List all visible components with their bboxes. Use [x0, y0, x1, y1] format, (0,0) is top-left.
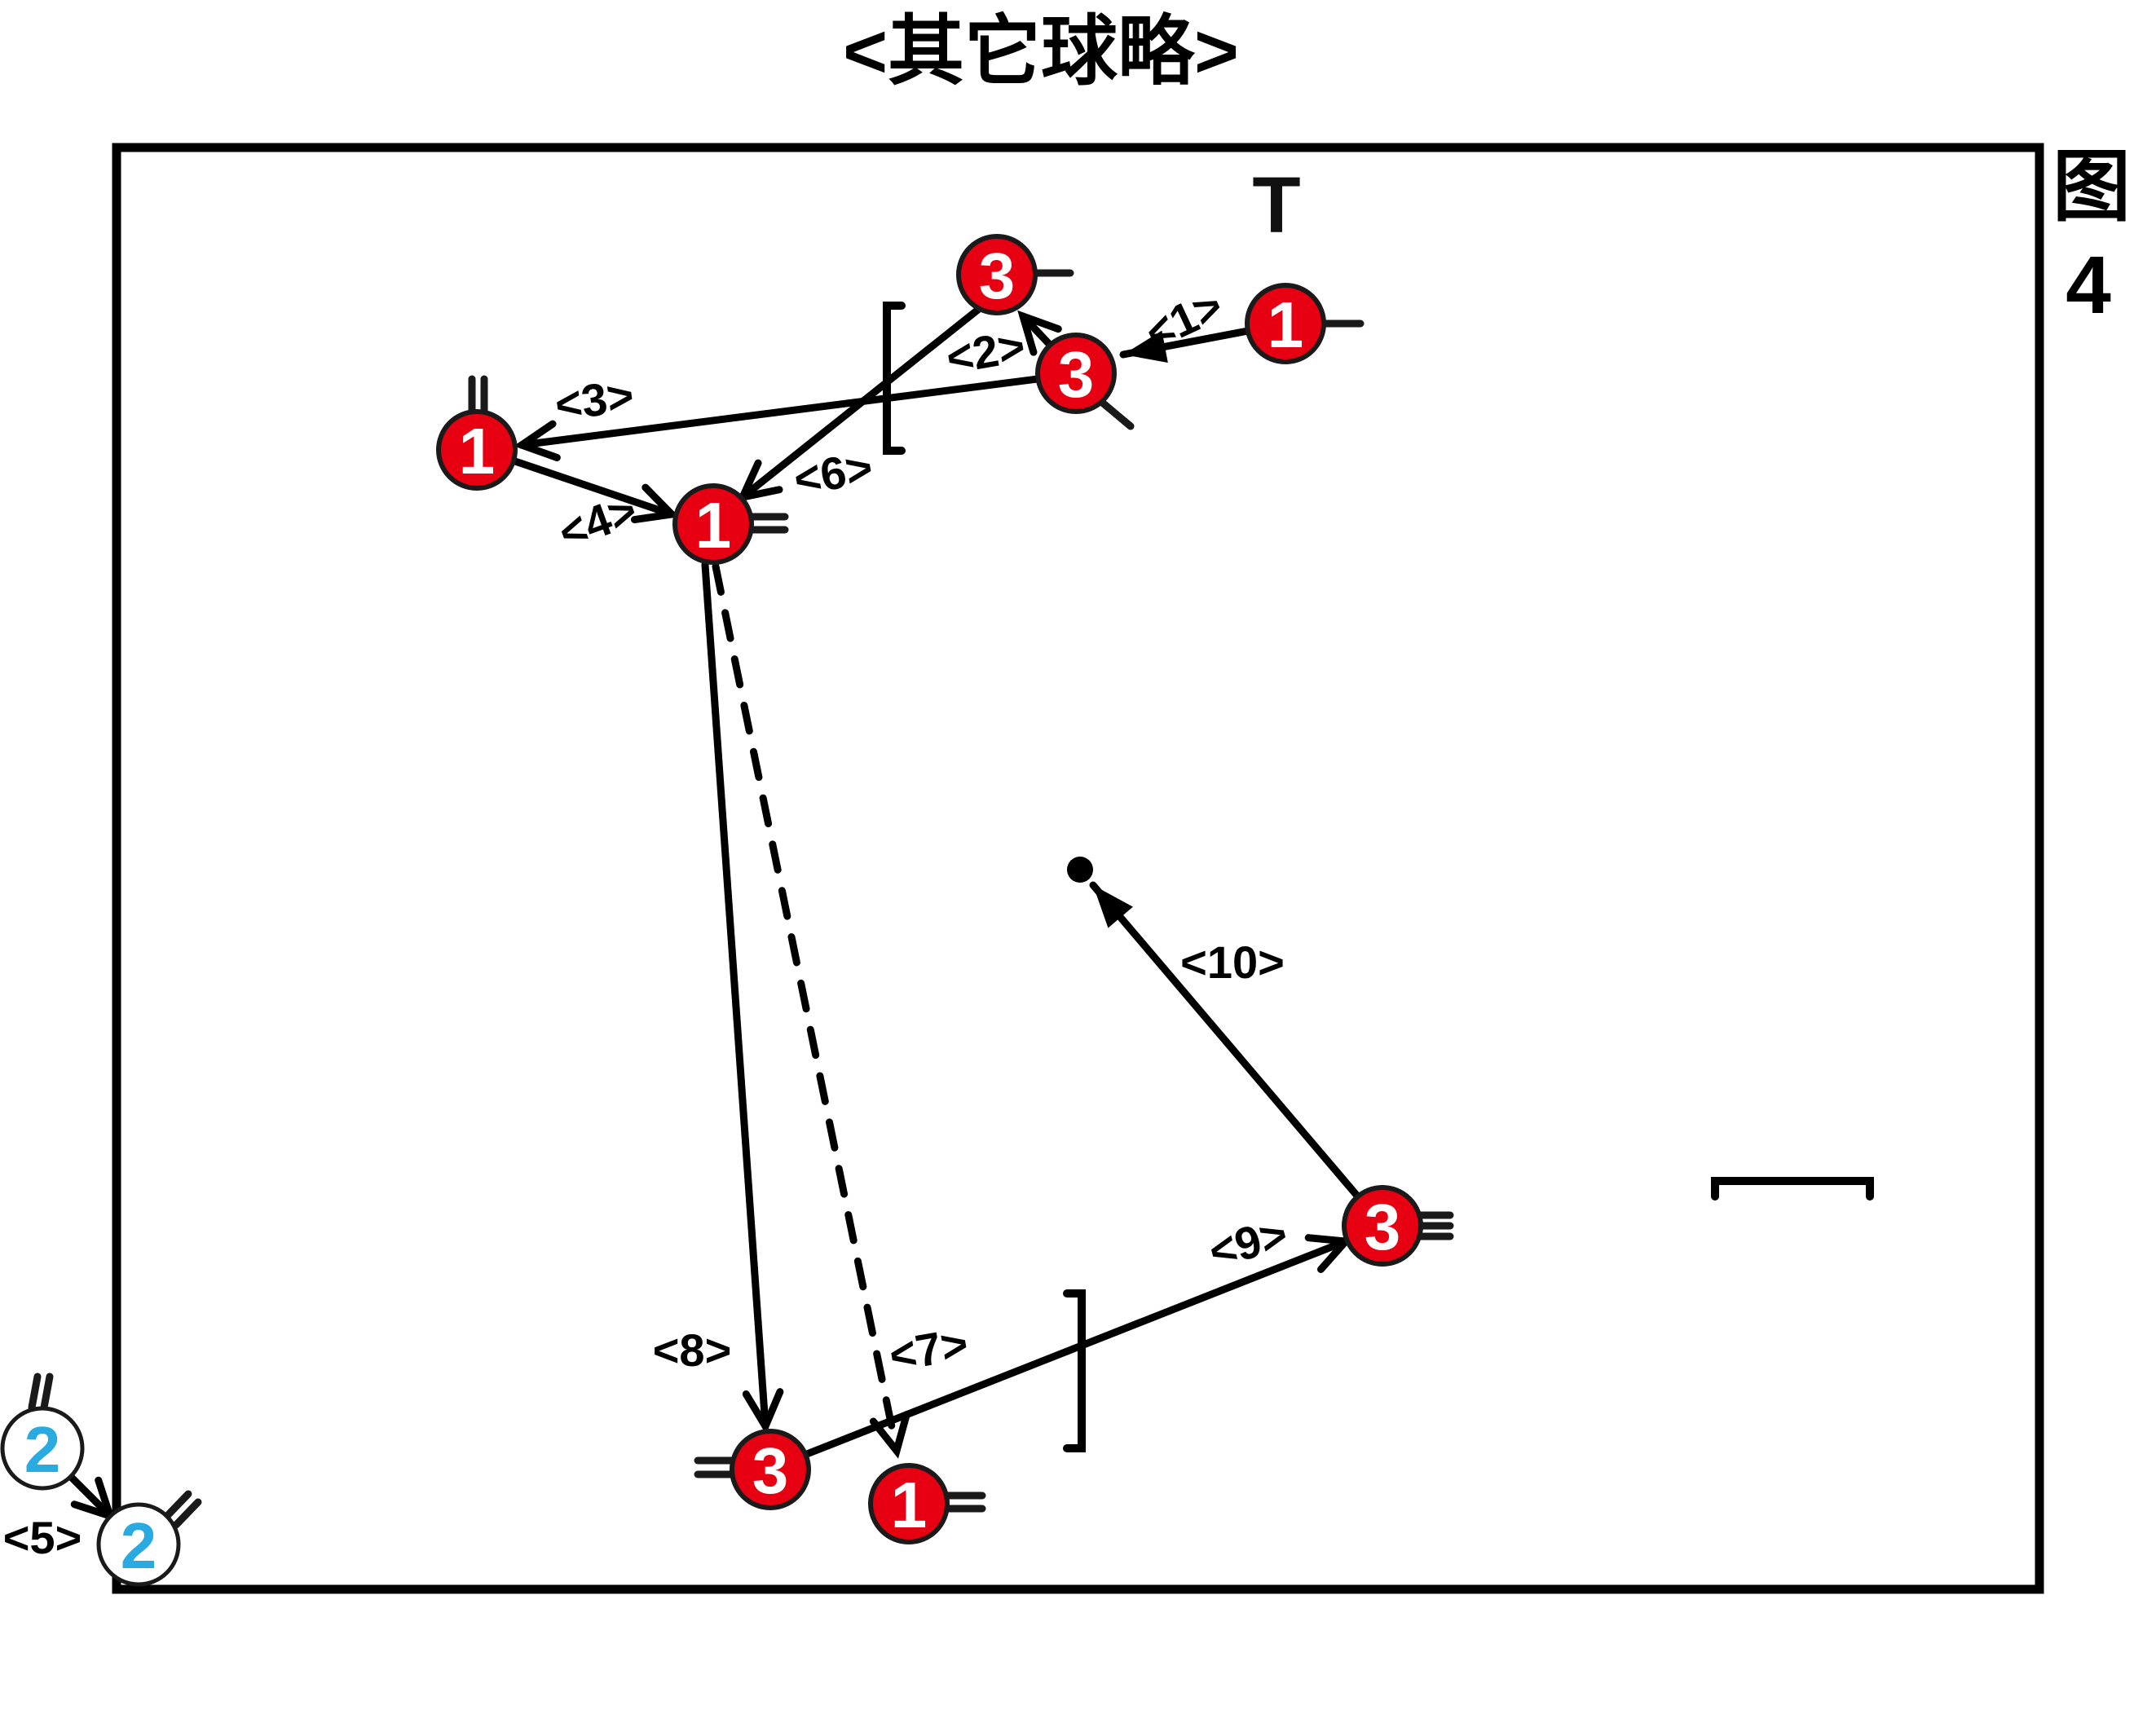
path-8 [701, 561, 769, 1430]
mark-ball2outside-bars [28, 1372, 42, 1412]
page-title: <其它球略> [843, 8, 1239, 94]
texts-layer: <其它球略> T 图 4 [843, 8, 2131, 331]
label-8: <8> [653, 1324, 732, 1376]
balls-layer: 3 1 3 1 1 3 1 3 22 [0, 234, 1423, 1587]
trajectory-layer [67, 305, 1360, 1522]
ball-1-bottom-circle [868, 1463, 950, 1544]
path-8-arrowhead-icon [742, 1388, 784, 1434]
ball-3-top-circle [956, 234, 1038, 315]
mark-ball2corner-bars [162, 1490, 192, 1521]
path-1-arrowhead-icon [1123, 330, 1168, 363]
target-dot [1067, 857, 1093, 883]
tee-marker: T [1252, 161, 1300, 249]
path-10-arrowhead-icon [1093, 885, 1133, 928]
label-5: <5> [3, 1512, 82, 1563]
ball-2-outside: 2 [0, 1406, 85, 1491]
mark-ball3mid-tail [1096, 397, 1135, 430]
path-5 [67, 1473, 114, 1520]
path-10 [1089, 881, 1360, 1199]
path-7 [712, 562, 901, 1455]
ball-2-corner: 2 [96, 1502, 181, 1587]
ball-2-corner-number: 2 [121, 1509, 157, 1582]
path-2-arrowhead-icon [1017, 310, 1062, 356]
label-10: <10> [1180, 936, 1285, 988]
ball-3-right-number: 3 [1365, 1191, 1401, 1263]
path-4-arrowhead-icon [630, 483, 680, 524]
ball-3-bottom: 3 [730, 1429, 811, 1510]
mark-ball2corner-bars [172, 1498, 202, 1529]
ball-1-left-circle [436, 409, 518, 491]
ball-3-bottom-circle [730, 1429, 811, 1510]
ball-3-mid-circle [1035, 333, 1117, 414]
ball-3-mid-number: 3 [1058, 338, 1095, 411]
ball-2-outside-circle [0, 1406, 85, 1491]
ball-1-bottom-number: 1 [891, 1469, 928, 1541]
ball-1-left: 1 [436, 409, 518, 491]
path-9 [803, 1237, 1350, 1458]
ball-3-right: 3 [1342, 1185, 1423, 1267]
path-3-arrowhead-icon [514, 420, 561, 461]
ball-1-bottom: 1 [868, 1463, 950, 1544]
ball-1-right: 1 [1245, 283, 1326, 364]
bracket-lower [1063, 1289, 1086, 1452]
label-3: <3> [552, 369, 637, 431]
figure-label-char: 图 [2052, 143, 2131, 231]
path-7-arrowhead-icon [869, 1411, 910, 1459]
ball-marks-layer [28, 269, 1454, 1529]
ball-3-mid: 3 [1035, 333, 1117, 414]
mark-ball2outside-bars [40, 1372, 54, 1412]
path-3 [518, 375, 1042, 449]
ball-1-mid: 1 [672, 483, 754, 565]
figure-label-number: 4 [2066, 240, 2111, 331]
path-6 [739, 305, 983, 501]
ball-1-right-circle [1245, 283, 1326, 364]
ball-3-top: 3 [956, 234, 1038, 315]
ball-3-bottom-number: 3 [752, 1434, 789, 1507]
ball-1-mid-number: 1 [695, 489, 732, 562]
ball-1-left-number: 1 [459, 415, 496, 487]
ball-2-corner-circle [96, 1502, 181, 1587]
ball-2-outside-number: 2 [24, 1413, 61, 1486]
ball-3-right-circle [1342, 1185, 1423, 1267]
bracket-right-rail [1711, 1177, 1874, 1201]
ball-1-right-number: 1 [1268, 289, 1304, 361]
ball-3-top-number: 3 [979, 240, 1016, 312]
ball-1-mid-circle [672, 483, 754, 565]
path-4 [511, 457, 676, 518]
